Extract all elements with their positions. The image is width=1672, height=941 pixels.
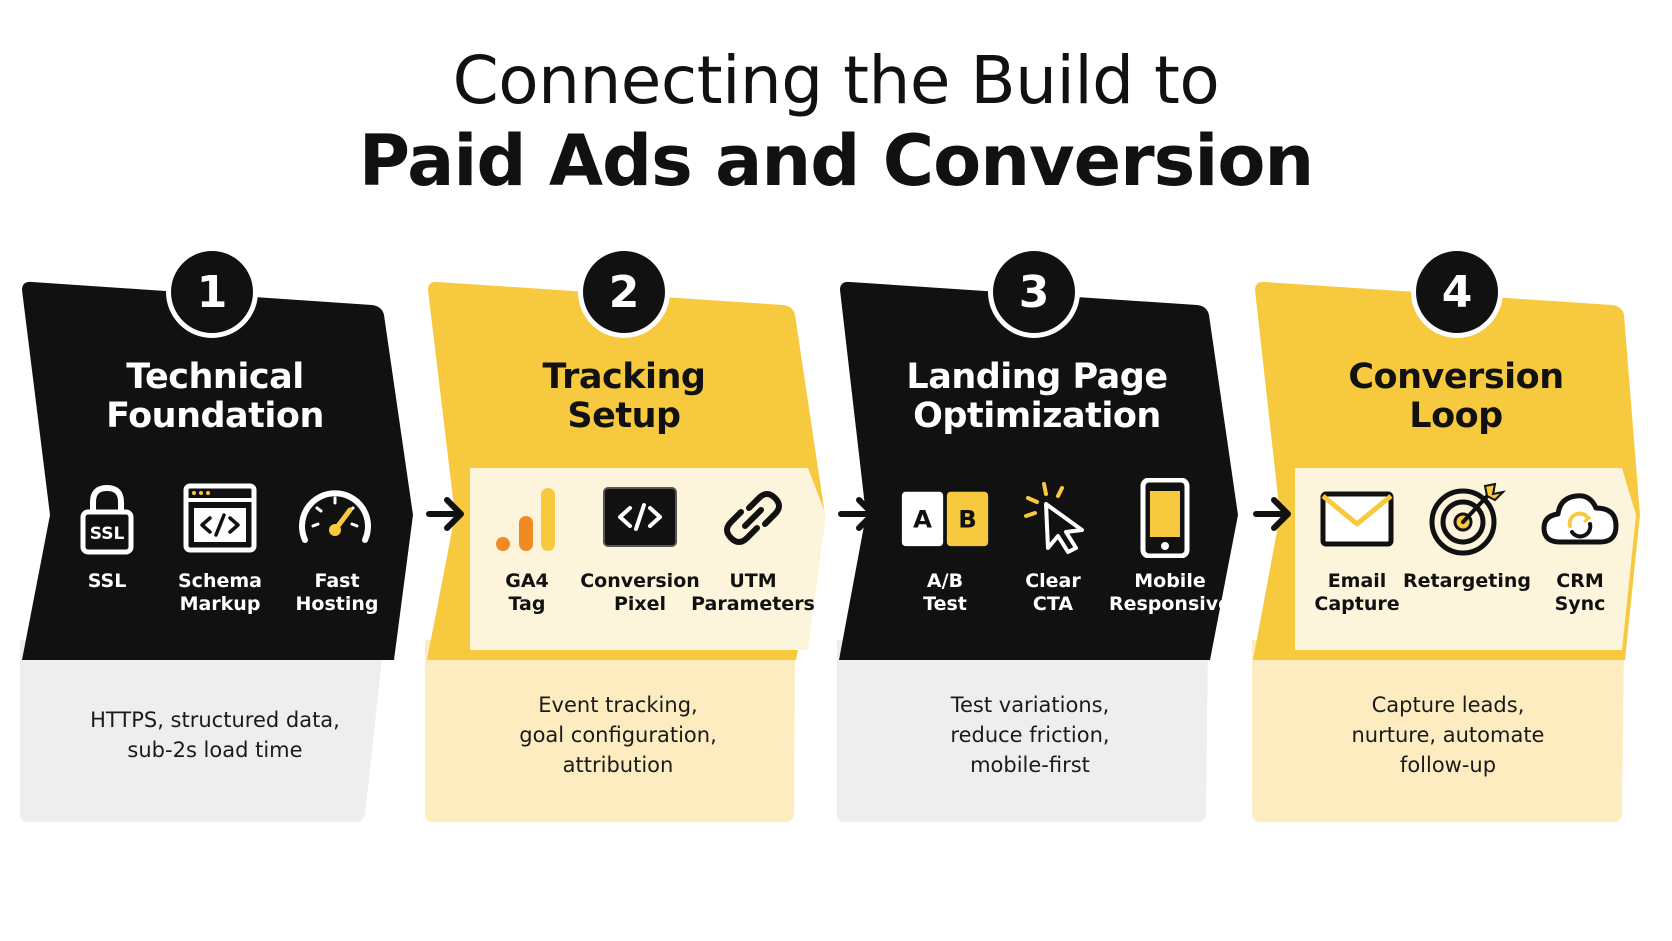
arrow-right-icon	[1253, 497, 1291, 531]
step-description: Event tracking, goal configuration, attr…	[519, 693, 717, 777]
step-description: Test variations, reduce friction, mobile…	[950, 693, 1110, 777]
step-number-badge: 3	[988, 246, 1080, 338]
icon-label: Retargeting	[1403, 570, 1531, 592]
icon-label: SSL	[87, 570, 127, 592]
ssl-lock-icon: SSL	[62, 478, 152, 558]
svg-text:B: B	[958, 504, 977, 533]
step-title: Technical Foundation	[106, 357, 324, 436]
click-cursor-icon	[1013, 478, 1103, 558]
step-number-badge: 2	[578, 246, 670, 338]
title-line-2: Paid Ads and Conversion	[358, 120, 1315, 202]
svg-text:A: A	[913, 504, 932, 533]
step-number-badge: 4	[1411, 246, 1503, 338]
step-title: Landing Page Optimization	[906, 357, 1168, 436]
step-description: Capture leads, nurture, automate follow-…	[1351, 693, 1545, 777]
arrow-right-icon	[426, 497, 464, 531]
link-icon	[708, 478, 798, 558]
ga4-bars-icon	[482, 478, 572, 558]
cloud-sync-icon	[1535, 478, 1625, 558]
email-envelope-icon	[1312, 478, 1402, 558]
code-screen-icon	[595, 478, 685, 558]
step-3-shape	[837, 281, 1238, 822]
target-icon	[1422, 478, 1512, 558]
step-1-shape	[20, 281, 413, 822]
svg-text:SSL: SSL	[90, 524, 125, 544]
ab-test-icon: A B	[900, 478, 990, 558]
mobile-phone-icon	[1120, 478, 1210, 558]
step-title: Conversion Loop	[1348, 357, 1564, 436]
step-description: HTTPS, structured data, sub-2s load time	[90, 708, 340, 762]
step-number-badge: 1	[166, 246, 258, 338]
arrow-right-icon	[838, 497, 876, 531]
speedometer-icon	[290, 478, 380, 558]
step-title: Tracking Setup	[542, 357, 706, 436]
title-line-1: Connecting the Build to	[452, 42, 1220, 119]
code-window-icon	[175, 478, 265, 558]
